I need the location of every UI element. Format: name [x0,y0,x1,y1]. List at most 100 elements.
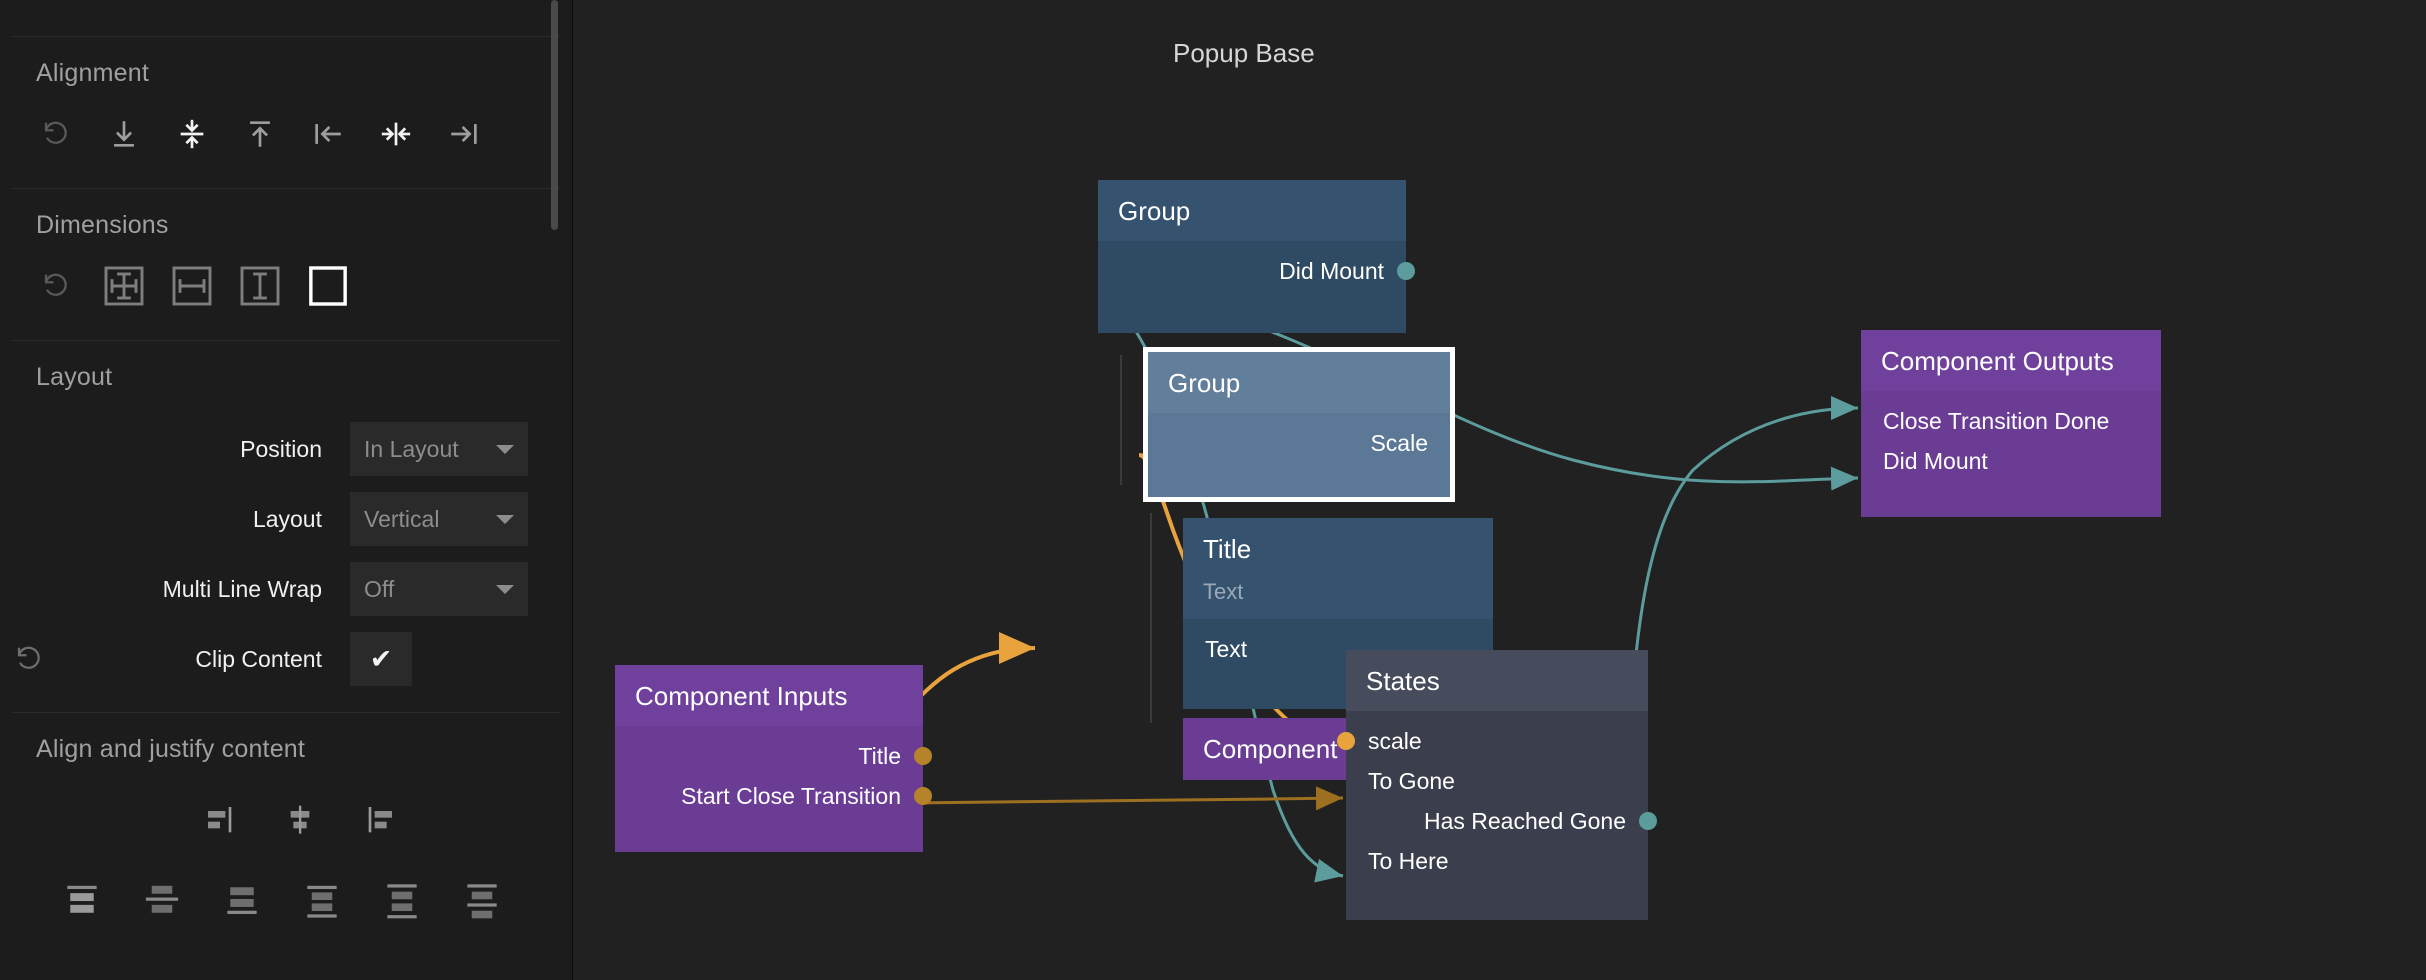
layout-row-multi-line-wrap: Multi Line Wrap Off [0,554,572,624]
properties-sidebar: Alignment [0,0,573,980]
port-dot[interactable] [912,745,934,767]
align-bottom-icon[interactable] [90,106,158,162]
node-component-outputs[interactable]: Component Outputs Close Transition Done … [1861,330,2161,517]
hierarchy-connector-line [1150,513,1152,723]
port-start-close-transition[interactable]: Start Close Transition [615,776,932,816]
node-component-inputs[interactable]: Component Inputs Title Start Close Trans… [615,665,932,852]
port-label: Did Mount [1279,257,1384,284]
port-label: Has Reached Gone [1423,807,1626,834]
label-layout: Layout [252,505,322,532]
section-title-layout: Layout [36,363,113,391]
content-space-between-icon[interactable] [282,867,362,931]
node-title: Title [1203,534,1252,564]
size-fixed-icon[interactable] [294,258,362,314]
node-title: Component Inputs [635,681,848,711]
checkmark-icon: ✔ [369,643,393,674]
port-has-reached-gone[interactable]: Has Reached Gone [1346,801,1657,841]
justify-start-icon[interactable] [180,787,260,851]
node-header: Title Text [1183,518,1493,619]
node-group-selected[interactable]: Group Scale [1143,347,1455,502]
port-close-transition-done[interactable]: Close Transition Done [1861,401,2161,441]
port-dot[interactable] [1335,730,1357,752]
content-space-around-icon[interactable] [362,867,442,931]
align-horizontal-center-icon[interactable] [362,106,430,162]
node-graph-canvas[interactable]: Popup Base [573,0,2426,980]
content-space-evenly-icon[interactable] [442,867,522,931]
justify-end-icon[interactable] [340,787,420,851]
node-header: States [1346,650,1648,711]
align-right-icon[interactable] [430,106,498,162]
node-header: Component Inputs [615,665,923,726]
label-position: Position [240,435,322,462]
node-header: Group [1098,180,1406,241]
justify-center-icon[interactable] [260,787,340,851]
node-header: Group [1148,352,1450,413]
node-subtitle: Text [1203,579,1244,604]
divider [12,188,560,189]
node-title: Component Outputs [1881,346,2114,376]
clip-content-checkbox[interactable]: ✔ [350,632,412,686]
content-center-icon[interactable] [122,867,202,931]
port-label: Start Close Transition [681,782,901,809]
node-title: Group [1168,368,1241,398]
content-top-icon[interactable] [42,867,122,931]
sidebar-scrollbar[interactable] [551,0,558,230]
justify-content-row [0,782,572,856]
layout-select[interactable]: Vertical [350,492,528,546]
port-title[interactable]: Title [615,736,932,776]
node-group-top[interactable]: Group Did Mount [1098,180,1415,333]
layout-row-clip-content: Clip Content ✔ [0,624,572,694]
node-title: States [1366,666,1440,696]
port-label: Scale [1370,429,1428,456]
size-both-icon[interactable] [90,258,158,314]
layout-select-value: Vertical [364,505,440,532]
port-dot[interactable] [1395,260,1417,282]
label-clip-content: Clip Content [195,645,322,672]
chevron-down-icon [496,444,514,454]
port-label: Did Mount [1883,447,1988,474]
multi-line-wrap-select-value: Off [364,575,395,602]
node-states[interactable]: States scale To Gone Has Reached Gone [1337,650,1657,920]
reset-alignment-icon[interactable] [22,106,90,162]
position-select-value: In Layout [364,435,459,462]
layout-form: Position In Layout Layout Vertical Multi… [0,410,572,712]
port-did-mount[interactable]: Did Mount [1098,251,1415,291]
content-bottom-icon[interactable] [202,867,282,931]
port-text[interactable]: Text [1183,629,1493,669]
node-ports: Scale [1148,413,1450,477]
align-left-icon[interactable] [294,106,362,162]
position-select[interactable]: In Layout [350,422,528,476]
section-title-align-justify: Align and justify content [36,735,306,763]
edge-hasreachedgone-to-closetransitiondone [1620,396,1859,839]
reset-clip-content-icon[interactable] [0,644,58,674]
port-scale[interactable]: Scale [1148,423,1450,463]
size-height-icon[interactable] [226,258,294,314]
port-label: Close Transition Done [1883,407,2110,434]
align-vertical-center-icon[interactable] [158,106,226,162]
node-ports: Close Transition Done Did Mount [1861,391,2161,495]
divider [12,340,560,341]
align-top-icon[interactable] [226,106,294,162]
node-ports: Text [1183,619,1493,683]
port-did-mount[interactable]: Did Mount [1861,441,2161,481]
port-label: To Here [1368,847,1449,874]
port-dot[interactable] [1637,810,1659,832]
multi-line-wrap-select[interactable]: Off [350,562,528,616]
alignment-icon-row [0,106,572,188]
port-scale[interactable]: scale [1337,721,1648,761]
align-content-row [0,856,572,942]
node-title: Group [1118,196,1191,226]
port-to-here[interactable]: To Here [1346,841,1648,881]
port-label: Text [1205,635,1248,662]
section-title-alignment: Alignment [36,59,149,87]
port-to-gone[interactable]: To Gone [1346,761,1648,801]
reset-dimensions-icon[interactable] [22,258,90,314]
divider [12,712,560,713]
chevron-down-icon [496,514,514,524]
size-width-icon[interactable] [158,258,226,314]
divider [12,36,560,37]
port-dot[interactable] [912,785,934,807]
port-label: Title [858,742,901,769]
node-title-text[interactable]: Title Text Text [1183,518,1493,709]
node-ports: Title Start Close Transition [615,726,932,830]
